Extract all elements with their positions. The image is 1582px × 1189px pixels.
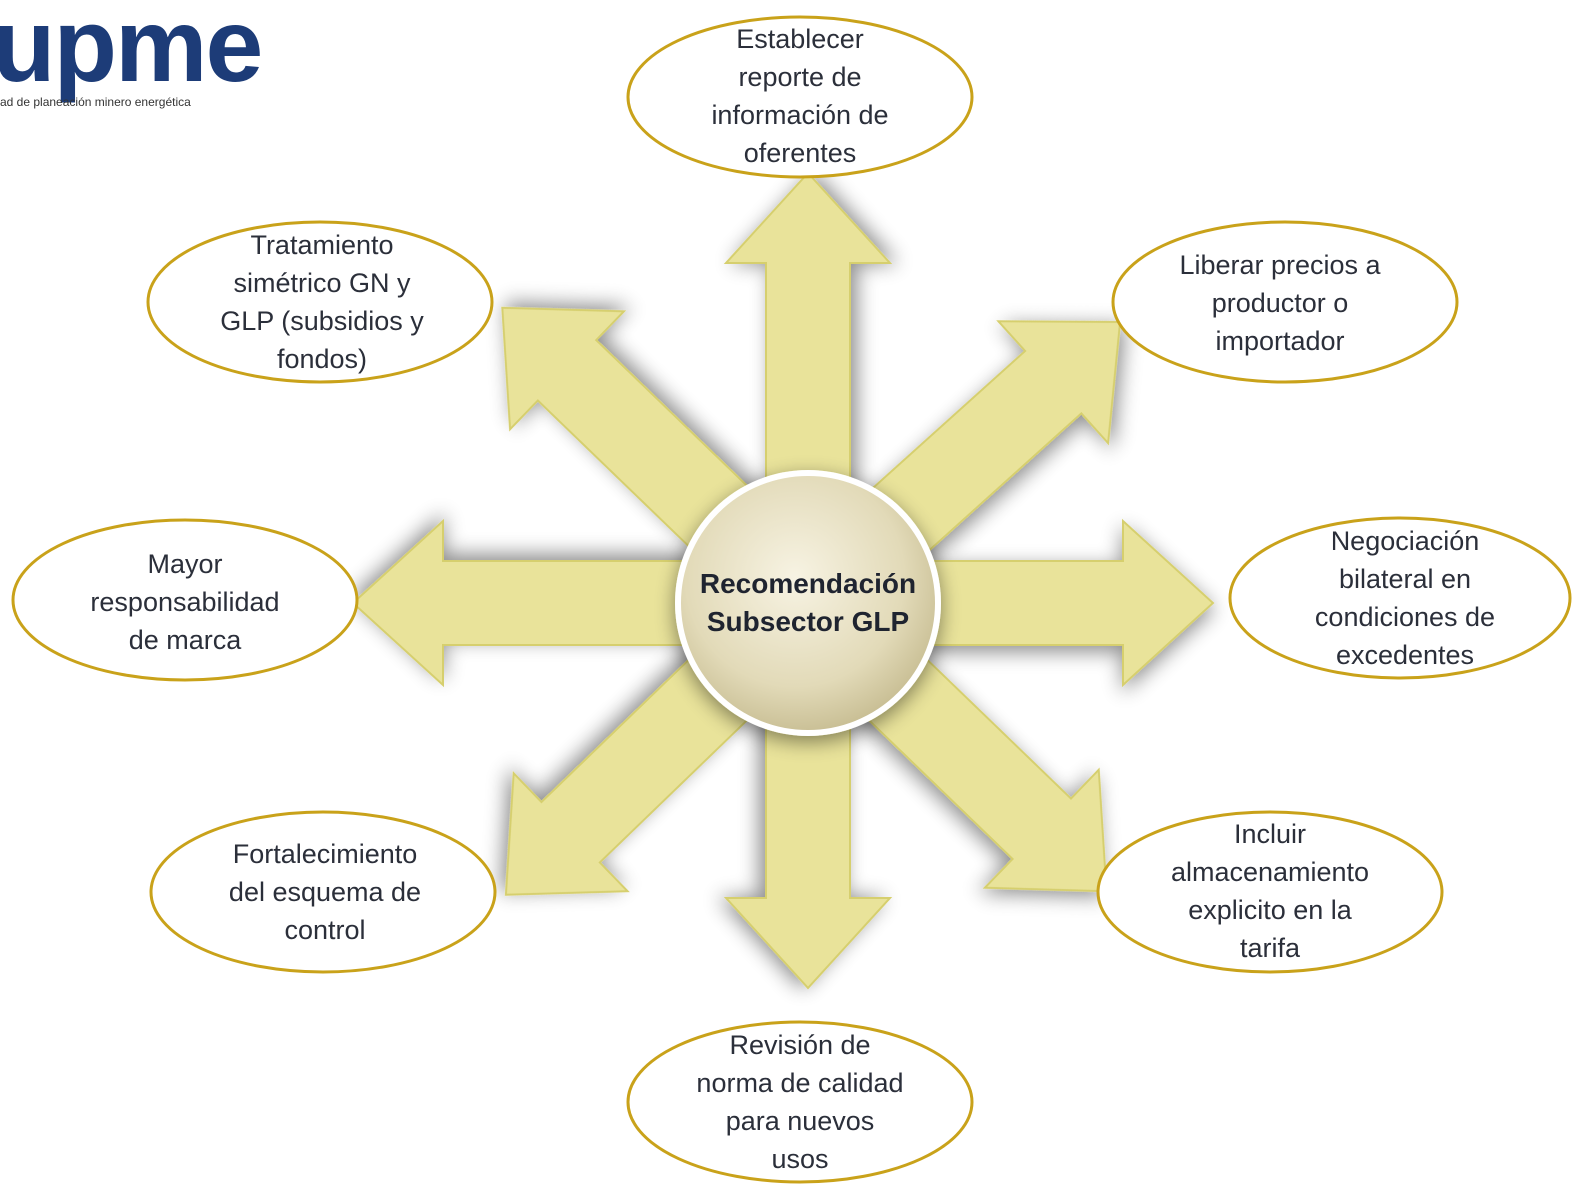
node-top-left-label: Tratamiento simétrico GN y GLP (subsidio… <box>220 230 424 374</box>
logo-wordmark: upme <box>0 0 263 104</box>
node-top-right-label: Liberar precios a productor o importador <box>1179 250 1381 356</box>
center-circle <box>675 470 941 736</box>
node-right-label: Negociación bilateral en condiciones de … <box>1314 526 1496 670</box>
node-bottom-ellipse <box>626 1020 974 1184</box>
node-left-label: Mayor responsabilidad de marca <box>90 549 280 655</box>
node-bottom-label: Revisión de norma de calidad para nuevos… <box>696 1030 904 1174</box>
node-right-ellipse <box>1228 516 1572 680</box>
node-bottom-right-ellipse <box>1096 810 1444 974</box>
center-label: Recomendación Subsector GLP <box>699 568 917 637</box>
ellipses-group <box>11 15 1572 1184</box>
node-bottom-left-label: Fortalecimiento del esquema de control <box>228 839 422 945</box>
upme-logo: upme ad de planeación minero energética <box>0 0 263 125</box>
node-left-ellipse <box>11 518 359 682</box>
node-top-left-ellipse <box>146 220 494 384</box>
node-bottom-left-ellipse <box>149 810 497 974</box>
node-bottom-right-label: Incluir almacenamiento explicito en la t… <box>1170 819 1370 963</box>
node-top-right-ellipse <box>1111 220 1459 384</box>
logo-tagline: ad de planeación minero energética <box>0 95 191 109</box>
node-top-ellipse <box>626 15 974 179</box>
node-top-label: Establecer reporte de información de ofe… <box>711 24 889 168</box>
